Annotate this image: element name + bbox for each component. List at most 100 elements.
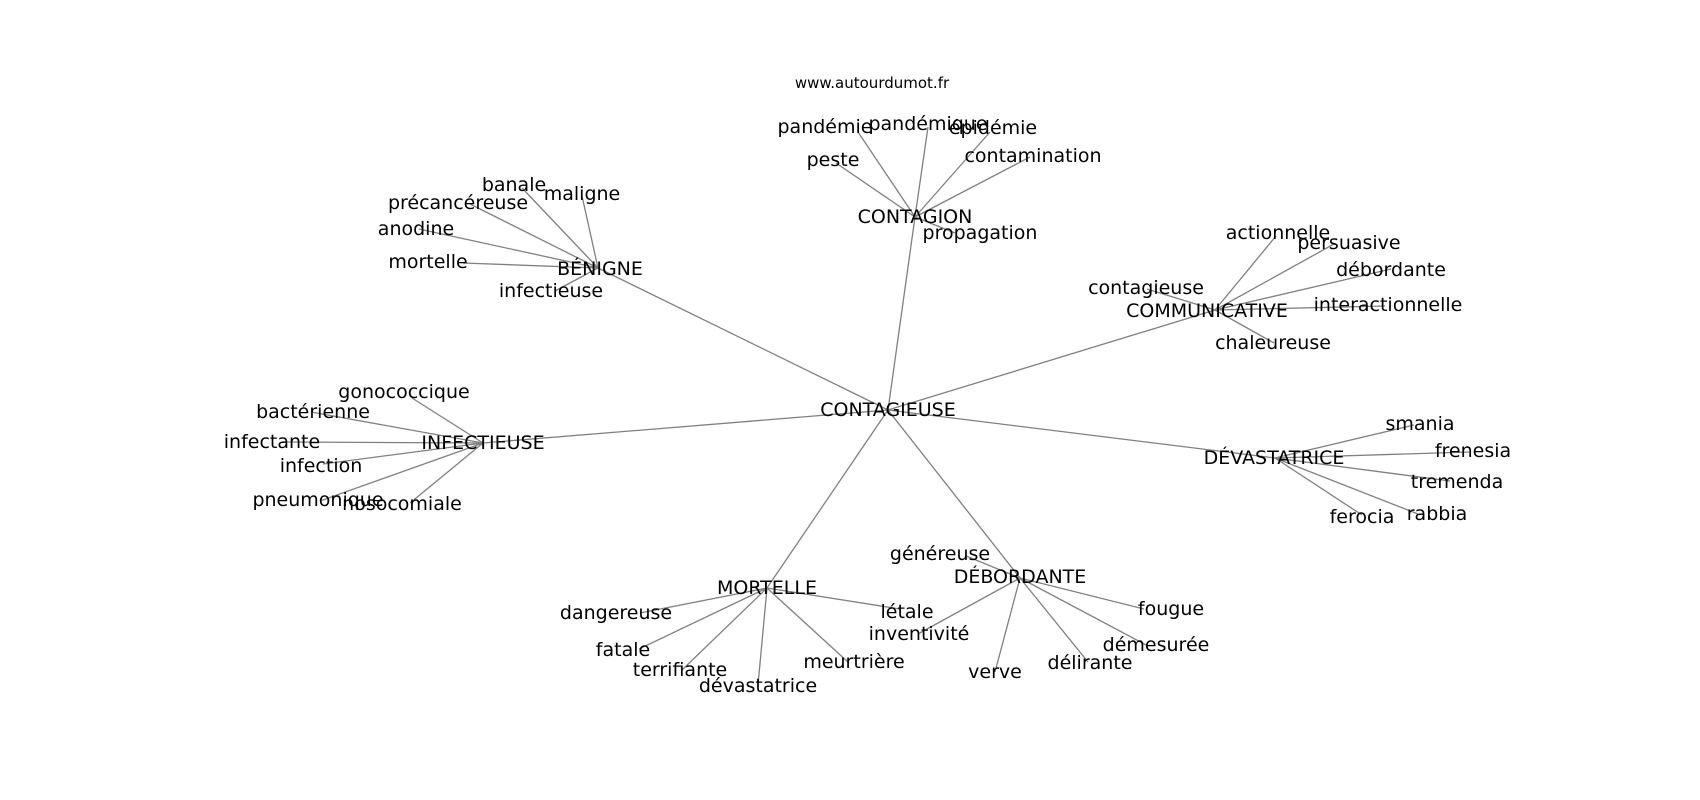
edge-benigne-word <box>581 195 599 269</box>
edge-contagion-word <box>835 162 916 218</box>
edge-mortelle-word <box>766 587 901 610</box>
word-node[interactable]: infectante <box>224 431 320 453</box>
word-node[interactable]: pandémie <box>778 116 873 138</box>
cluster-node-debordante[interactable]: DÉBORDANTE <box>954 565 1087 588</box>
edge-mortelle-word <box>757 587 768 686</box>
center-word-node[interactable]: CONTAGIEUSE <box>820 399 956 421</box>
word-node[interactable]: banale <box>482 174 546 196</box>
edge-benigne-word <box>554 267 599 292</box>
word-node[interactable]: débordante <box>1336 259 1446 281</box>
word-node[interactable]: démesurée <box>1103 634 1210 656</box>
word-node[interactable]: tremenda <box>1411 471 1503 493</box>
word-node[interactable]: peste <box>807 149 860 171</box>
edge-infectieuse-word <box>319 442 484 502</box>
edge-communicative-word <box>1214 243 1335 311</box>
word-node[interactable]: persuasive <box>1297 232 1400 254</box>
source-credit: www.autourdumot.fr <box>795 74 950 92</box>
edge-center-benigne <box>597 267 889 411</box>
word-node[interactable]: gonococcique <box>338 381 469 403</box>
edge-infectieuse-word <box>281 441 484 444</box>
word-node[interactable]: terrifiante <box>633 659 728 681</box>
edge-devastatrice-word <box>1274 457 1419 515</box>
word-node[interactable]: meurtrière <box>803 651 904 673</box>
edge-contagion-word <box>914 216 956 234</box>
edge-center-infectieuse <box>482 409 889 444</box>
edge-contagion-word <box>914 126 929 218</box>
edge-communicative-word <box>1214 309 1275 344</box>
edge-infectieuse-word <box>409 442 484 504</box>
edge-debordante-word <box>1019 577 1145 610</box>
word-node[interactable]: généreuse <box>890 543 990 565</box>
word-node[interactable]: fatale <box>596 639 650 661</box>
edge-communicative-word <box>1214 268 1392 311</box>
word-node[interactable]: mortelle <box>388 251 467 273</box>
word-node[interactable]: contamination <box>964 145 1101 167</box>
edge-benigne-word <box>521 187 599 269</box>
word-node[interactable]: interactionnelle <box>1314 294 1463 316</box>
word-node[interactable]: inventivité <box>869 623 970 645</box>
word-node[interactable]: propagation <box>923 222 1038 244</box>
edge-center-mortelle <box>766 409 889 589</box>
edge-devastatrice-word <box>1274 457 1451 482</box>
cluster-node-mortelle[interactable]: MORTELLE <box>717 577 817 599</box>
word-node[interactable]: anodine <box>378 218 454 240</box>
edge-mortelle-word <box>639 587 768 614</box>
word-node[interactable]: maligne <box>544 183 621 205</box>
edge-benigne-word <box>418 228 599 269</box>
cluster-node-communicative[interactable]: COMMUNICATIVE <box>1126 300 1288 322</box>
word-node[interactable]: pandémique <box>868 113 987 135</box>
word-node[interactable]: chaleureuse <box>1215 332 1331 354</box>
edge-debordante-word <box>1019 577 1149 647</box>
edge-infectieuse-word <box>322 442 484 465</box>
word-node[interactable]: ferocia <box>1330 506 1395 528</box>
labels-layer: www.autourdumot.fr CONTAGIEUSECONTAGIONp… <box>224 74 1511 697</box>
word-node[interactable]: verve <box>968 661 1022 683</box>
word-node[interactable]: létale <box>880 601 933 623</box>
cluster-node-devastatrice[interactable]: DÉVASTATRICE <box>1204 446 1345 469</box>
word-node[interactable]: précancéreuse <box>388 192 528 214</box>
word-node[interactable]: infection <box>280 455 363 477</box>
edge-center-communicative <box>887 309 1216 411</box>
word-node[interactable]: smania <box>1385 413 1454 435</box>
edge-debordante-word <box>965 555 1021 579</box>
edge-center-debordante <box>887 409 1021 579</box>
edge-communicative-word <box>1214 235 1277 311</box>
edge-mortelle-word <box>681 587 768 671</box>
edge-center-devastatrice <box>887 409 1276 459</box>
edge-debordante-word <box>994 577 1021 673</box>
word-node[interactable]: pneumonique <box>252 489 383 511</box>
edge-debordante-word <box>917 577 1021 635</box>
edge-center-contagion <box>887 216 916 411</box>
word-node[interactable]: dangereuse <box>560 602 672 624</box>
edge-mortelle-word <box>638 587 768 650</box>
edge-contagion-word <box>914 131 991 218</box>
edge-benigne-word <box>469 203 599 269</box>
edge-devastatrice-word <box>1274 451 1470 459</box>
edge-infectieuse-word <box>411 397 484 444</box>
edge-debordante-word <box>1019 577 1089 663</box>
edge-infectieuse-word <box>310 411 484 444</box>
word-node[interactable]: actionnelle <box>1226 222 1330 244</box>
cluster-node-infectieuse[interactable]: INFECTIEUSE <box>421 432 544 454</box>
edge-contagion-word <box>914 156 1031 218</box>
word-node[interactable]: frenesia <box>1435 440 1511 462</box>
word-node[interactable]: dévastatrice <box>699 675 817 697</box>
edge-communicative-word <box>1146 288 1216 311</box>
word-node[interactable]: délirante <box>1048 652 1133 674</box>
word-node[interactable]: nosocomiale <box>342 493 462 515</box>
word-node[interactable]: bactérienne <box>256 401 370 423</box>
edge-contagion-word <box>857 131 916 218</box>
word-node[interactable]: rabbia <box>1407 503 1468 525</box>
word-node[interactable]: épidémie <box>949 117 1037 139</box>
word-node[interactable]: infectieuse <box>499 280 603 302</box>
edge-devastatrice-word <box>1274 424 1415 459</box>
word-node[interactable]: fougue <box>1138 598 1204 620</box>
cluster-node-contagion[interactable]: CONTAGION <box>858 206 973 228</box>
word-node[interactable]: contagieuse <box>1088 277 1204 299</box>
cluster-node-benigne[interactable]: BÉNIGNE <box>557 257 643 280</box>
edge-communicative-word <box>1214 305 1386 311</box>
edges-layer <box>281 126 1470 686</box>
edge-benigne-word <box>462 262 599 269</box>
edge-mortelle-word <box>766 587 850 664</box>
